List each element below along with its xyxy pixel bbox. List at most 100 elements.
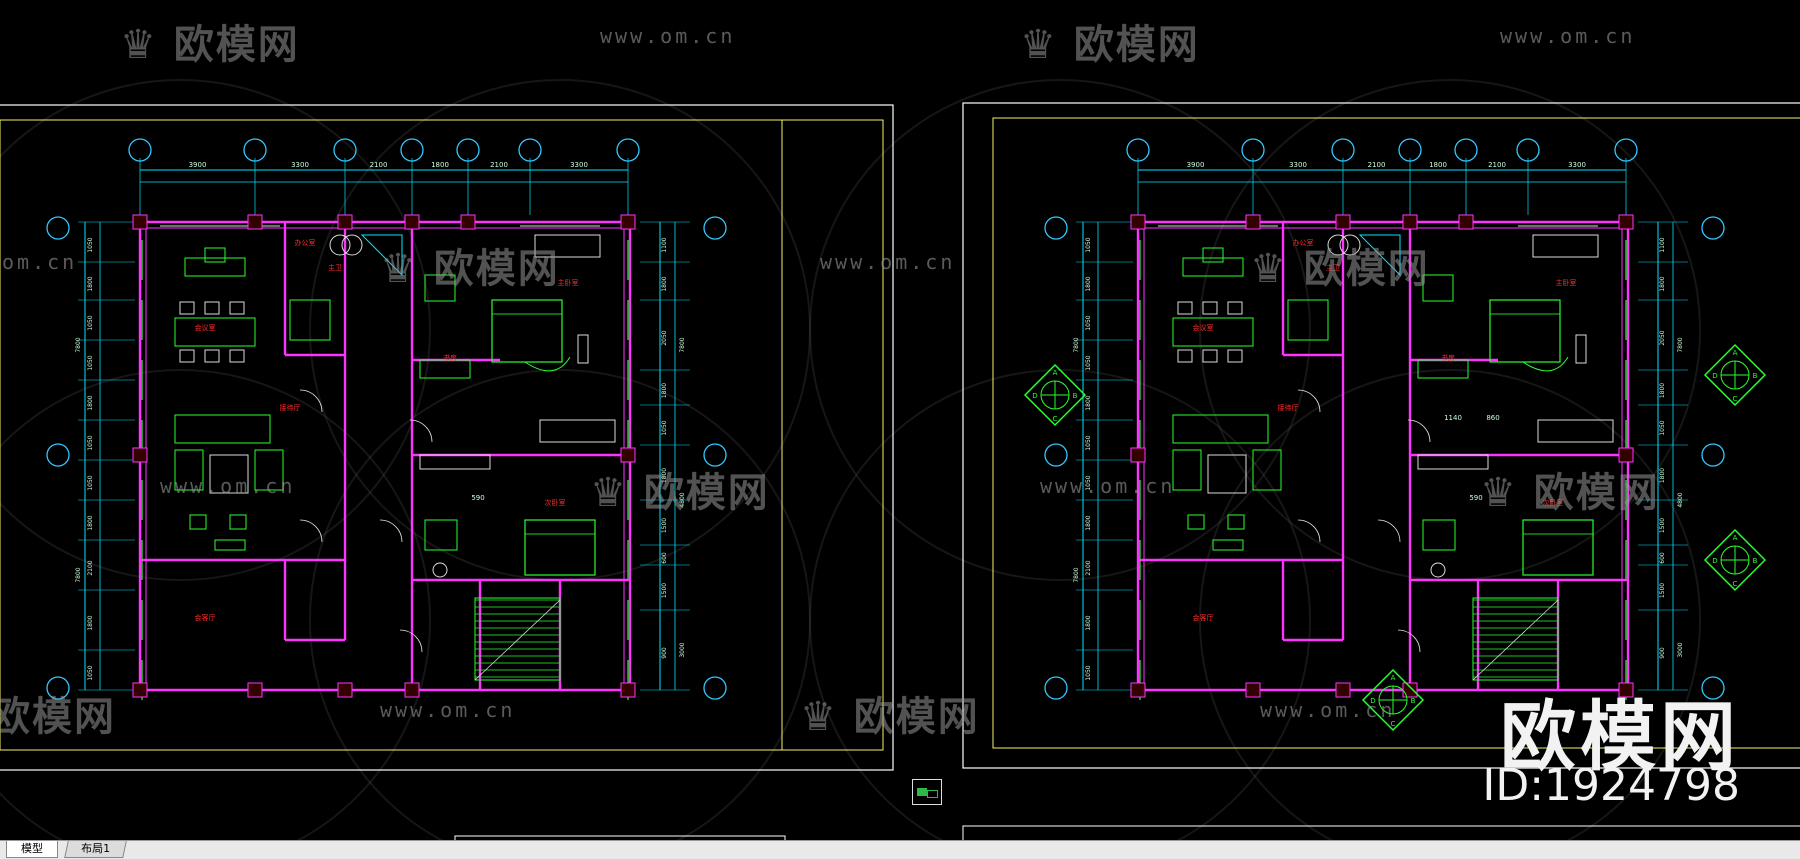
axis-bubble-top: [1126, 138, 1150, 162]
structural-column: [1130, 447, 1146, 463]
right-dimension-label: 1800: [1659, 276, 1666, 291]
axis-bubble-right: [1701, 216, 1725, 240]
inner-dimension-label: 860: [1486, 414, 1499, 422]
right-dimension-label: 600: [1659, 552, 1666, 564]
cad-drawing[interactable]: 3900 3300 2100 1800 2100 3300 1050 1800 1050 1050…: [0, 0, 1800, 840]
elevation-letter: B: [1411, 697, 1416, 705]
stair-arrow: [474, 599, 561, 681]
chair: [204, 301, 220, 315]
watermark-circle: [809, 79, 1311, 581]
double-bed: [1489, 299, 1561, 363]
corner-bathtub: [1358, 234, 1401, 277]
armchair: [1172, 449, 1202, 491]
bed-pillow: [491, 299, 563, 315]
right-dimension-label: 900: [1659, 647, 1666, 659]
chair: [204, 349, 220, 363]
structural-column: [337, 682, 353, 698]
tab-model[interactable]: 模型: [6, 841, 58, 858]
chair: [1227, 301, 1243, 315]
left-dimension-label: 1050: [1085, 665, 1092, 680]
elevation-marker-right-bottom: [1703, 528, 1767, 592]
left-dimension-label: 1800: [87, 515, 94, 530]
inner-dimension-label: 1140: [1444, 414, 1462, 422]
sink-basin: [341, 234, 363, 256]
left-total-label: 7800: [75, 337, 82, 352]
brand-id: ID:1924798: [1482, 760, 1740, 811]
shower-tray: [289, 299, 331, 341]
tv-cabinet: [577, 334, 589, 364]
bed-pillow: [1489, 299, 1561, 315]
left-dimension-label: 1050: [1085, 315, 1092, 330]
top-dimension-label: 1800: [1429, 161, 1447, 169]
left-dimension-label: 1050: [1085, 435, 1092, 450]
elevation-letter: A: [1733, 349, 1738, 357]
sink-basin: [329, 234, 351, 256]
layout-viewport-icon[interactable]: [912, 779, 942, 805]
meeting-table: [174, 317, 256, 347]
left-sheet-border: [0, 119, 884, 751]
right-dimension-label: 1800: [661, 276, 668, 291]
room-label: 主卫: [1326, 263, 1340, 272]
door-swing: [1297, 389, 1321, 413]
elevation-letter: A: [1391, 674, 1396, 682]
sink-basin: [1339, 234, 1361, 256]
right-dimension-label: 1050: [1659, 420, 1666, 435]
structural-column: [620, 682, 636, 698]
structural-column: [620, 447, 636, 463]
bed-pillow: [1522, 519, 1594, 535]
right-dimension-label: 1500: [661, 583, 668, 598]
bed-rug: [1522, 356, 1569, 372]
elevation-letter: C: [1733, 395, 1738, 403]
top-dimension-label: 3300: [291, 161, 309, 169]
structural-column: [1245, 682, 1261, 698]
shower-tray: [1422, 519, 1456, 551]
axis-bubble-top: [128, 138, 152, 162]
right-dimension-label: 1500: [1659, 583, 1666, 598]
left-dimension-label: 1050: [87, 355, 94, 370]
structural-column: [1402, 682, 1418, 698]
left-dimension-label: 2100: [1085, 560, 1092, 575]
left-dimension-label: 1050: [87, 665, 94, 680]
shower-tray: [1287, 299, 1329, 341]
chair: [1202, 301, 1218, 315]
door-swing: [379, 519, 403, 543]
double-bed: [1522, 519, 1594, 576]
door-swing: [1297, 519, 1321, 543]
structural-column: [1458, 214, 1474, 230]
structural-column: [1335, 682, 1351, 698]
left-dimension-label: 1800: [1085, 615, 1092, 630]
left-dimension-label: 2100: [87, 560, 94, 575]
door-swing: [299, 389, 323, 413]
shower-tray: [424, 519, 458, 551]
axis-bubble-top: [456, 138, 480, 162]
inner-dimension-label: 590: [1469, 494, 1482, 502]
room-label: 书房: [1441, 353, 1455, 362]
vanity: [1422, 274, 1454, 302]
chair: [1177, 301, 1193, 315]
sofa: [1537, 419, 1614, 443]
stair-outline: [474, 597, 561, 681]
axis-bubble-top: [1241, 138, 1265, 162]
right-total-label: 3000: [679, 642, 686, 657]
top-dimension-label: 3300: [1289, 161, 1307, 169]
structural-column: [1618, 214, 1634, 230]
watermark-circle: [1199, 369, 1701, 840]
right-sheet-frame: [962, 102, 1800, 769]
elevation-letter: D: [1712, 557, 1717, 565]
elevation-letter: A: [1733, 534, 1738, 542]
top-dimension-label: 3900: [1187, 161, 1205, 169]
structural-column: [247, 214, 263, 230]
wardrobe: [1532, 234, 1599, 258]
structural-column: [337, 214, 353, 230]
model-space-canvas[interactable]: 3900 3300 2100 1800 2100 3300 1050 1800 1050 1050…: [0, 0, 1800, 840]
room-label: 接待厅: [280, 403, 301, 412]
axis-bubble-right: [1701, 676, 1725, 700]
left-dimension-label: 1050: [1085, 475, 1092, 490]
right-dimension-label: 2050: [661, 330, 668, 345]
watermark-circle: [309, 369, 811, 840]
axis-bubble-left: [46, 443, 70, 467]
top-dimension-label: 2100: [1488, 161, 1506, 169]
armchair: [254, 449, 284, 491]
toilet: [1430, 562, 1446, 578]
tab-layout1[interactable]: 布局1: [64, 841, 127, 858]
